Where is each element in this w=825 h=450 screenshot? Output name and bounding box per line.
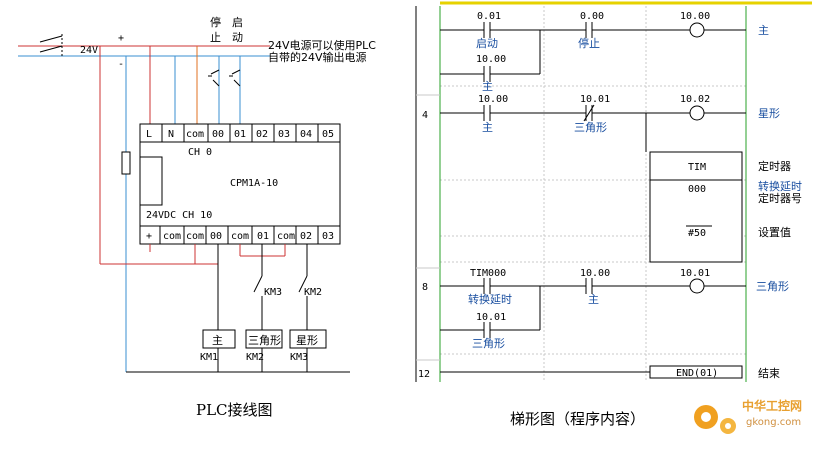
- input-terminal: 02: [256, 129, 268, 140]
- input-terminal: 01: [234, 129, 246, 140]
- stop-label: 止: [210, 31, 221, 44]
- output-terminal: 03: [322, 231, 334, 242]
- contact-address: TIM000: [470, 268, 506, 279]
- coil-address: 10.00: [680, 11, 710, 22]
- coil-address: 10.01: [680, 268, 710, 279]
- output-terminal: 02: [300, 231, 312, 242]
- contact-name: 主: [588, 293, 599, 306]
- input-terminal: 03: [278, 129, 290, 140]
- contact-address: 10.00: [478, 94, 508, 105]
- input-terminal: L: [146, 129, 152, 140]
- watermark-domain: gkong.com: [746, 417, 801, 428]
- ladder-rung: 8 TIM000 转换延时 10.00 主 10.01 三角形 10.01 三角…: [422, 268, 789, 350]
- channel-out-label: 24VDC CH 10: [146, 210, 212, 221]
- stop-label-top: 停: [210, 15, 221, 29]
- rung-comment: 主: [758, 24, 769, 37]
- relay-contact-label: KM3: [264, 287, 282, 298]
- plc-model: CPM1A-10: [230, 178, 278, 189]
- output-terminal: com: [277, 231, 295, 242]
- contact-name: 三角形: [574, 121, 607, 134]
- coil-box: [245, 329, 283, 349]
- coil-tag: KM2: [246, 352, 264, 363]
- contact-name: 三角形: [472, 337, 505, 350]
- contact-address: 0.00: [580, 11, 604, 22]
- timer-comment-name: 转换延时: [758, 179, 802, 193]
- coil-box: [289, 329, 327, 349]
- contact-name: 停止: [578, 36, 600, 50]
- coil-tag: KM1: [200, 352, 218, 363]
- end-instruction: END(01): [676, 368, 718, 379]
- input-terminal: 05: [322, 129, 334, 140]
- timer-comment-preset: 设置值: [758, 226, 791, 239]
- timer-type: TIM: [688, 162, 706, 173]
- coil-label: 三角形: [248, 334, 281, 347]
- output-terminal: 00: [210, 231, 222, 242]
- channel-in-label: CH 0: [188, 147, 212, 158]
- contact-address: 10.00: [476, 54, 506, 65]
- contact-address: 10.01: [580, 94, 610, 105]
- contact-address: 10.01: [476, 312, 506, 323]
- output-terminal-row: + com com 00 com 01 com 02 03: [139, 225, 341, 245]
- start-label: 动: [232, 31, 243, 44]
- ladder-rung: 12 END(01) 结束: [418, 365, 780, 380]
- input-terminal: 00: [212, 129, 224, 140]
- gear-icon: [694, 405, 736, 434]
- output-terminal: 01: [257, 231, 269, 242]
- coil-box: [202, 329, 236, 349]
- rung-number: 4: [422, 110, 428, 121]
- contact-name: 转换延时: [468, 292, 512, 306]
- relay-contact-label: KM2: [304, 287, 322, 298]
- supply-note-line1: 24V电源可以使用PLC: [268, 38, 376, 52]
- timer-comment-type: 定时器: [758, 159, 791, 173]
- rung-number: 8: [422, 282, 428, 293]
- timer-preset: #50: [688, 228, 706, 239]
- contact-name: 主: [482, 121, 493, 134]
- plus-label: +: [118, 33, 124, 44]
- wiring-caption: PLC接线图: [196, 401, 273, 419]
- timer-block: [649, 151, 743, 263]
- supply-voltage: 24V: [80, 45, 98, 56]
- end-instruction-box: [649, 365, 743, 379]
- output-terminal: com: [186, 231, 204, 242]
- contact-address: 10.00: [580, 268, 610, 279]
- contact-name: 主: [482, 80, 493, 93]
- contact-address: 0.01: [477, 11, 501, 22]
- rung-number: 12: [418, 369, 430, 380]
- plc-body: [139, 123, 341, 245]
- ladder-caption: 梯形图（程序内容）: [510, 410, 645, 428]
- input-terminal: N: [168, 129, 174, 140]
- contact-name: 启动: [476, 37, 498, 50]
- wiring-diagram: 24V + - 停 止 启 动 24V电源可以使用PLC 自带的24V输出电源: [18, 15, 376, 419]
- input-terminal: com: [186, 129, 204, 140]
- coil-label: 主: [212, 334, 223, 347]
- watermark-brand: 中华工控网: [742, 398, 802, 413]
- output-terminal: com: [163, 231, 181, 242]
- supply-note-line2: 自带的24V输出电源: [268, 50, 367, 64]
- watermark-logo: 中华工控网 gkong.com: [694, 398, 802, 434]
- ladder-rung: 0.01 启动 0.00 停止 10.00 主 10.00 主: [440, 11, 769, 93]
- minus-label: -: [118, 59, 124, 70]
- input-terminal: 04: [300, 129, 312, 140]
- coil-label: 星形: [296, 334, 318, 347]
- start-label-top: 启: [232, 16, 243, 29]
- rung-comment: 三角形: [756, 280, 789, 293]
- rung-comment: 结束: [758, 367, 780, 380]
- timer-comment-number: 定时器号: [758, 191, 802, 205]
- output-terminal: com: [231, 231, 249, 242]
- input-terminal-row: L N com 00 01 02 03 04 05: [139, 123, 341, 143]
- ladder-rung: 4 10.00 主 10.01 三角形 10.02 星形 TIM 000 #50…: [422, 94, 802, 263]
- timer-number: 000: [688, 184, 706, 195]
- coil-tag: KM3: [290, 352, 308, 363]
- rung-comment: 星形: [758, 107, 780, 120]
- output-terminal: +: [146, 231, 152, 242]
- coil-address: 10.02: [680, 94, 710, 105]
- ladder-diagram: 0.01 启动 0.00 停止 10.00 主 10.00 主 4: [415, 1, 812, 428]
